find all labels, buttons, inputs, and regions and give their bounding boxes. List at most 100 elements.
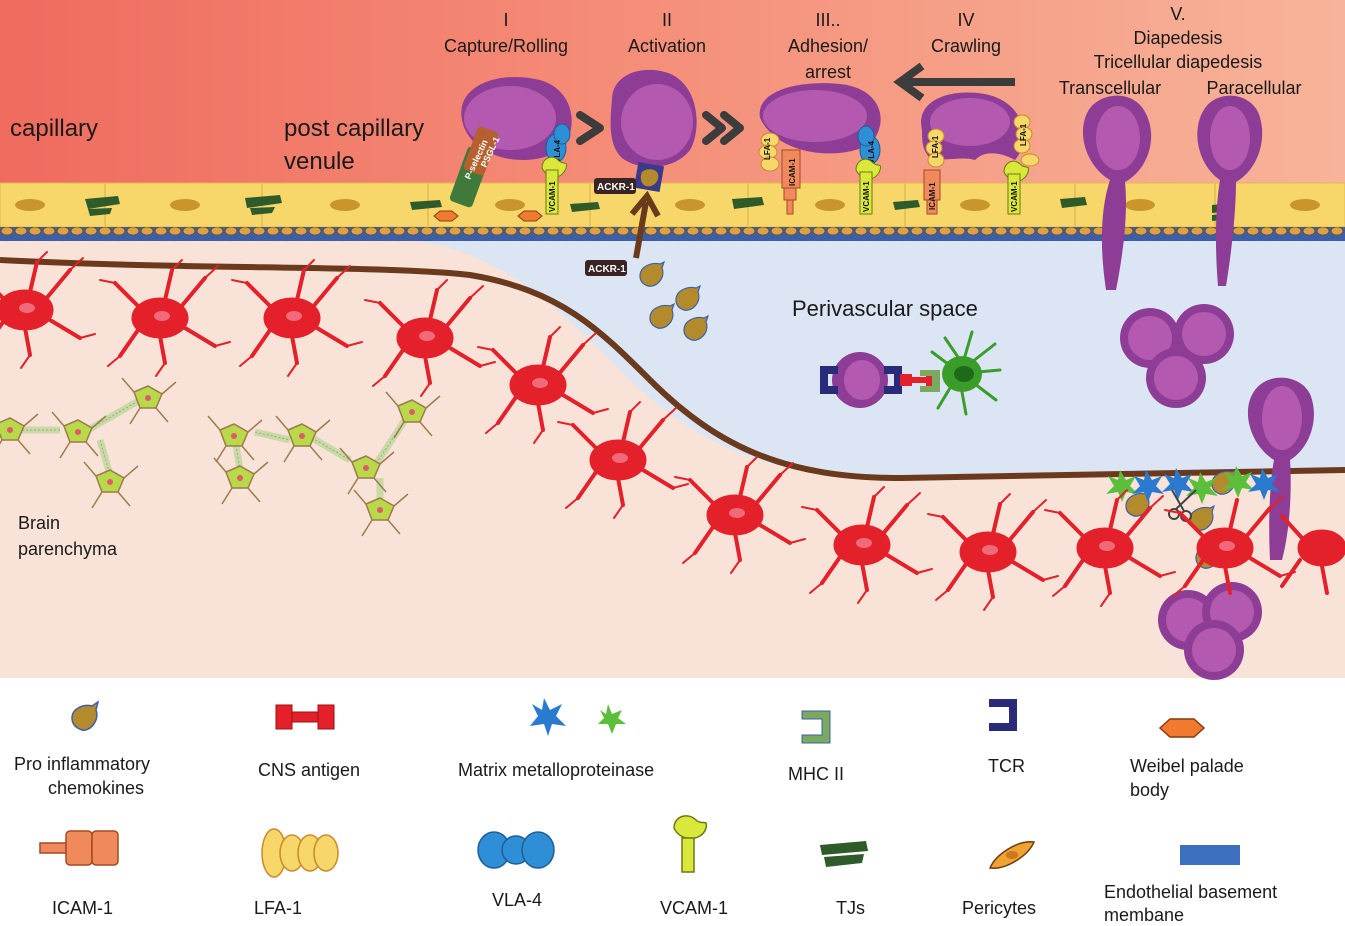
legend-tcr-label: TCR: [988, 756, 1025, 776]
neuron: [339, 447, 395, 495]
lfa1-icam1-step3: LFA-1 ICAM-1: [758, 132, 801, 215]
leukocyte-crawling: [921, 92, 1024, 160]
step-3-label: Adhesion/: [788, 36, 868, 56]
pericyte-icon: [988, 841, 1036, 869]
neuron: [353, 489, 409, 537]
transcellular-label: Transcellular: [1059, 78, 1161, 98]
brain-label-line2: parenchyma: [18, 539, 118, 559]
neuron: [121, 377, 177, 425]
legend-chemokine-label: Pro inflammatory: [14, 754, 151, 774]
leukocyte-transcellular: [1082, 95, 1152, 290]
astrocyte: [557, 401, 689, 519]
ackr1-label-top: ACKR-1: [597, 182, 635, 193]
tj-icon: [820, 841, 868, 867]
endothelial-layer: [0, 182, 1345, 228]
weibel-palade-icon: [1158, 718, 1206, 738]
vcam1-label-step4: VCAM-1: [1010, 181, 1019, 212]
leukocyte-cluster-perivascular: [1120, 304, 1234, 408]
neuron: [0, 413, 39, 455]
step-5-label-line2: Tricellular diapedesis: [1094, 52, 1262, 72]
legend-icons: [39, 698, 1240, 878]
legend-weibel-palade-label-line2: body: [1130, 780, 1170, 800]
astrocyte: [1280, 514, 1345, 595]
leukocyte-crossing-glia-limitans: [1247, 377, 1314, 560]
lfa1-icam1-step4: LFA-1 ICAM-1 LFA-1: [923, 114, 1040, 215]
matrix-metalloproteinases: [1106, 466, 1280, 504]
tight-junctions: [85, 195, 1224, 221]
astrocyte: [1044, 489, 1176, 607]
icam-icon: [39, 830, 119, 866]
legend-weibel-palade-label: Weibel palade: [1130, 756, 1244, 776]
perivascular-space-label: Perivascular space: [792, 296, 978, 321]
step-1-numeral: I: [503, 10, 508, 30]
vcam1-step4: VCAM-1: [1003, 160, 1029, 215]
tcr-icon: [989, 699, 1017, 731]
paracellular-label: Paracellular: [1206, 78, 1301, 98]
neuron: [83, 461, 139, 509]
step-4-label: Crawling: [931, 36, 1001, 56]
weibel-palade-bodies: [433, 210, 543, 222]
astrocyte: [99, 259, 231, 377]
legend-basement-membrane-label-line2: membane: [1104, 905, 1185, 925]
chemokine-icon: [71, 700, 100, 731]
vcam1-label-step3: VCAM-1: [862, 181, 871, 212]
vcam-icon: [673, 815, 708, 873]
region-labels: capillary post capillary venule Perivasc…: [10, 115, 978, 559]
icam1-label-step4: ICAM-1: [928, 182, 937, 210]
astrocyte: [231, 259, 363, 377]
step-4-numeral: IV: [957, 10, 974, 30]
neuron: [207, 415, 263, 463]
legend-vla-label: VLA-4: [492, 890, 543, 910]
legend-basement-membrane-label: Endothelial basement: [1104, 882, 1278, 902]
step-2-numeral: II: [662, 10, 672, 30]
legend-icam-label: ICAM-1: [52, 898, 114, 918]
leukocyte-adhering: [759, 83, 881, 154]
cns-antigen-icon: [275, 704, 335, 730]
brain-label-line1: Brain: [18, 513, 60, 533]
astrocyte: [477, 326, 609, 444]
legend-tj-label: TJs: [836, 898, 865, 918]
legend-cns-antigen-label: CNS antigen: [258, 760, 361, 780]
leukocyte-activating: [610, 69, 697, 168]
neuron: [213, 457, 269, 505]
ackr1-receptor: ACKR-1 ACKR-1: [585, 161, 665, 276]
endothelial-basement-membrane: [0, 227, 1345, 241]
leukocyte-paracellular: [1197, 95, 1263, 286]
legend-chemokine-label-line2: chemokines: [48, 778, 145, 798]
venule-label-line1: post capillary: [284, 115, 424, 142]
neurons: [0, 377, 441, 537]
vcam1-label-step1: VCAM-1: [548, 181, 557, 212]
step-2-label: Activation: [628, 36, 706, 56]
vla4-label-step3: VLA-4: [867, 140, 876, 164]
basement-membrane-icon: [1180, 845, 1240, 865]
astrocytes: [0, 251, 1345, 611]
neuron: [51, 411, 107, 459]
step-labels: I Capture/Rolling II Activation III.. Ad…: [444, 4, 1302, 98]
step-1-label: Capture/Rolling: [444, 36, 568, 56]
mhc-ii-icon: [801, 710, 831, 744]
glia-limitans-line: [0, 257, 1345, 482]
step-5-numeral: V.: [1170, 4, 1185, 24]
vla4-vcam1-step1: VLA-4 VCAM-1: [541, 123, 571, 215]
perivascular-space-region: [410, 240, 1345, 476]
legend-mhc-ii-label: MHC II: [788, 764, 844, 784]
astrocyte: [364, 279, 496, 397]
capillary-label: capillary: [10, 115, 98, 142]
progress-chevrons: [576, 111, 744, 145]
legend-lfa-label: LFA-1: [254, 898, 303, 918]
chemokines-perivascular: [639, 260, 1238, 569]
leukocyte-cluster-parenchyma: [1158, 582, 1262, 680]
lfa1-label-step3: LFA-1: [763, 137, 772, 160]
crawling-arrow: [893, 62, 1015, 102]
vla4-label-step1: VLA-4: [553, 139, 562, 163]
legend-pericyte-label: Pericytes: [962, 898, 1037, 918]
lfa1-label-step4b: LFA-1: [1019, 123, 1028, 146]
neuron: [385, 391, 441, 439]
venule-label-line2: venule: [284, 148, 355, 175]
vla-icon: [477, 831, 555, 869]
step-3-numeral: III..: [815, 10, 840, 30]
astrocyte: [801, 486, 933, 604]
icam1-label-step3: ICAM-1: [788, 158, 797, 186]
